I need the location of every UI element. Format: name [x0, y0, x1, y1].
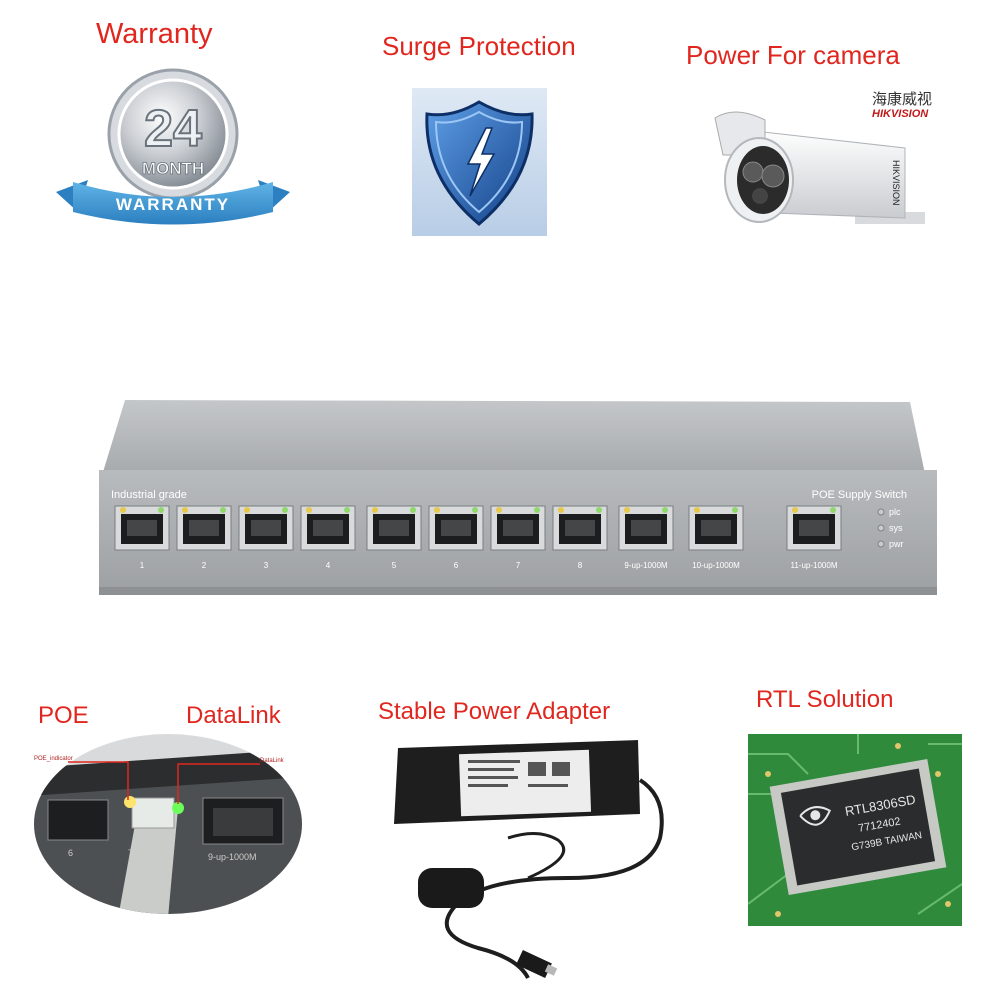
rj45-port-3: 3: [238, 505, 294, 570]
warranty-ribbon-text: WARRANTY: [116, 195, 230, 214]
port-led-poe: [120, 507, 126, 513]
port-led-poe: [434, 507, 440, 513]
camera-side-label: HIKVISION: [891, 160, 901, 206]
switch-right-label: POE Supply Switch: [812, 489, 907, 501]
rj45-port-6: 6: [428, 505, 484, 570]
status-led-label: pwr: [889, 539, 904, 549]
warranty-number: 24: [144, 100, 202, 158]
rj45-port-11: 11-up-1000M: [786, 505, 842, 570]
rj45-port-8: 8: [552, 505, 608, 570]
stable-power-adapter-caption: Stable Power Adapter: [378, 698, 611, 725]
poe-switch: Industrial grade POE Supply Switch 1 2 3 4 5…: [99, 400, 937, 595]
power-for-camera-caption: Power For camera: [686, 40, 900, 70]
port-led-poe: [624, 507, 630, 513]
port-label: 7: [516, 561, 521, 570]
security-camera-icon: HIKVISION: [714, 111, 925, 224]
rj45-port-7: 7: [490, 505, 546, 570]
rj45-port-5: 5: [366, 505, 422, 570]
port-label: 10-up-1000M: [692, 561, 740, 570]
port-led-link: [534, 507, 540, 513]
power-adapter-photo: [368, 728, 680, 990]
port-led-link: [158, 507, 164, 513]
port-led-poe: [792, 507, 798, 513]
port-led-link: [596, 507, 602, 513]
port-label: 2: [202, 561, 207, 570]
port-led-link: [732, 507, 738, 513]
rtl-chip-photo: RTL8306SD 7712402 G739B TAIWAN: [748, 734, 962, 926]
port-led-poe: [558, 507, 564, 513]
surge-protection-caption: Surge Protection: [382, 31, 576, 61]
warranty-month: MONTH: [142, 159, 204, 178]
status-led-plc: [877, 508, 885, 516]
rtl-solution-caption: RTL Solution: [756, 686, 894, 713]
camera-brand-cn: 海康威视: [872, 91, 933, 108]
port-led-link: [220, 507, 226, 513]
datalink-caption: DataLink: [186, 702, 281, 729]
warranty-badge-icon: 24 MONTH WARRANTY: [56, 68, 290, 225]
poe-closeup-port-c: 9-up-1000M: [208, 852, 257, 862]
datalink-indicator-label: DataLink: [260, 758, 285, 764]
status-led-label: plc: [889, 507, 901, 517]
shield-lightning-icon: [412, 88, 547, 236]
port-led-link: [344, 507, 350, 513]
port-label: 8: [578, 561, 583, 570]
warranty-caption: Warranty: [96, 18, 213, 50]
poe-indicator-label: POE_indicator: [34, 756, 73, 762]
rj45-port-2: 2: [176, 505, 232, 570]
port-led-poe: [694, 507, 700, 513]
port-led-poe: [496, 507, 502, 513]
rj45-port-1: 1: [114, 505, 170, 570]
port-led-link: [472, 507, 478, 513]
port-led-poe: [306, 507, 312, 513]
camera-brand: HIKVISION: [872, 108, 929, 120]
poe-caption: POE: [38, 702, 89, 729]
port-led-poe: [372, 507, 378, 513]
port-label: 11-up-1000M: [791, 561, 838, 570]
port-led-link: [662, 507, 668, 513]
port-led-link: [410, 507, 416, 513]
rj45-port-10: 10-up-1000M: [688, 505, 744, 570]
poe-closeup-photo: 6 7 9-up-1000M POE_indicator DataLink: [34, 734, 302, 914]
port-label: 6: [454, 561, 459, 570]
port-label: 1: [140, 561, 145, 570]
port-label: 3: [264, 561, 269, 570]
port-led-link: [282, 507, 288, 513]
poe-closeup-port-a: 6: [68, 848, 73, 858]
switch-left-label: Industrial grade: [111, 489, 187, 501]
port-led-poe: [244, 507, 250, 513]
status-led-label: sys: [889, 523, 903, 533]
port-label: 5: [392, 561, 397, 570]
rj45-port-9: 9-up-1000M: [618, 505, 674, 570]
port-label: 9-up-1000M: [624, 561, 667, 570]
status-led-sys: [877, 524, 885, 532]
port-label: 4: [326, 561, 331, 570]
port-led-link: [830, 507, 836, 513]
status-led-pwr: [877, 540, 885, 548]
port-led-poe: [182, 507, 188, 513]
rj45-port-4: 4: [300, 505, 356, 570]
